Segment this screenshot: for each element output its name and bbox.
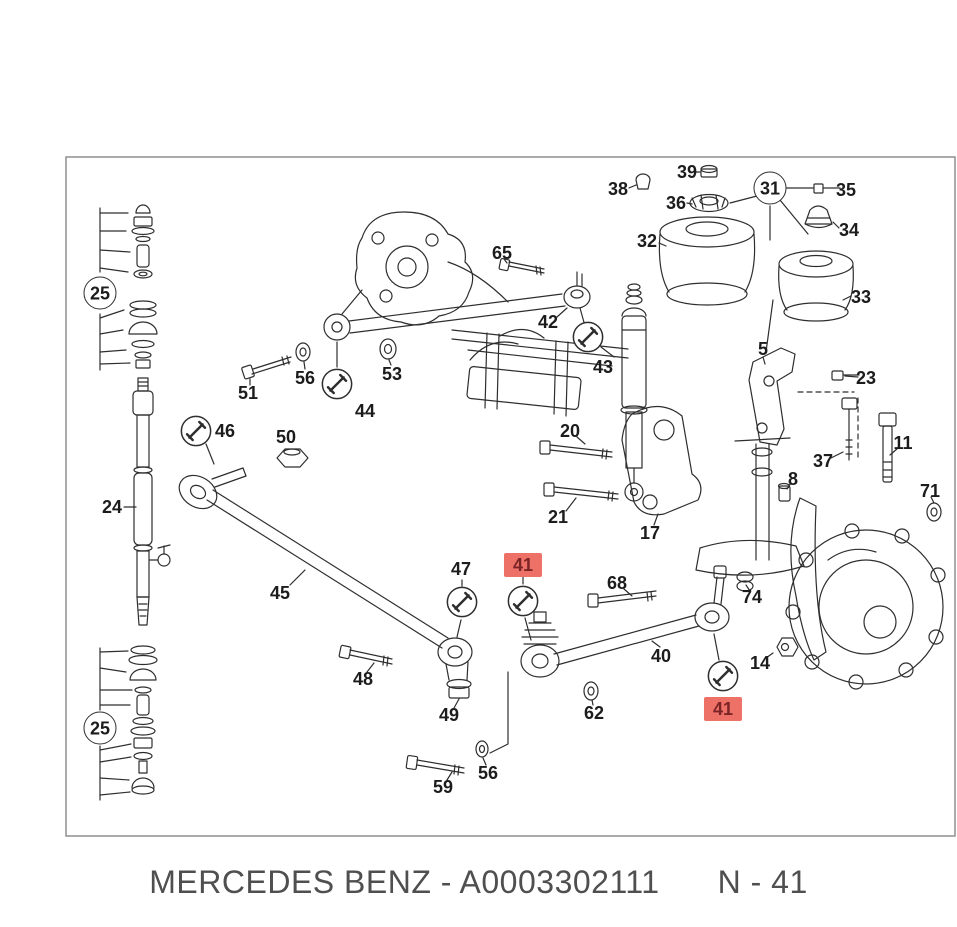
part-label-38: 38: [607, 179, 629, 199]
part-label-45: 45: [269, 583, 291, 603]
wrench-icon: [320, 367, 354, 401]
part-label-37: 37: [812, 451, 834, 471]
leader-lines: [123, 171, 935, 781]
steering-knuckle-hub-drawing: [695, 437, 946, 690]
part-label-39: 39: [676, 162, 698, 182]
part-label-24: 24: [101, 497, 123, 517]
part-label-36: 36: [665, 193, 687, 213]
part-label-41[interactable]: 41: [503, 553, 543, 577]
part-label-48: 48: [352, 669, 374, 689]
part-label-59: 59: [432, 777, 454, 797]
part-label-8: 8: [787, 469, 799, 489]
rubber-buffer-drawing: [635, 164, 854, 322]
wrench-icon: [506, 584, 540, 618]
part-label-65: 65: [491, 243, 513, 263]
part-label-17: 17: [639, 523, 661, 543]
wrench-icon: [445, 585, 479, 619]
part-label-62: 62: [583, 703, 605, 723]
axle-housing-drawing: [341, 211, 509, 326]
diagram-frame: [65, 156, 956, 837]
lower-kingpin-parts-stack: [99, 645, 158, 801]
part-label-42: 42: [537, 312, 559, 332]
part-label-31: 31: [753, 171, 787, 205]
drag-link-drawing: [489, 565, 730, 754]
part-label-32: 32: [636, 231, 658, 251]
part-label-56: 56: [294, 368, 316, 388]
wrench-icon: [179, 414, 213, 448]
brand-part-number: MERCEDES BENZ - A0003302111: [149, 864, 660, 900]
spring-bracket-drawing: [621, 405, 702, 516]
part-label-41[interactable]: 41: [703, 697, 743, 721]
part-label-44: 44: [354, 401, 376, 421]
part-label-33: 33: [850, 287, 872, 307]
axle-bracket-drawing: [748, 205, 897, 483]
part-label-14: 14: [749, 653, 771, 673]
part-label-53: 53: [381, 364, 403, 384]
part-label-51: 51: [237, 383, 259, 403]
part-label-11: 11: [893, 433, 913, 453]
tie-rod-drawing: [178, 448, 473, 699]
part-label-25: 25: [83, 276, 117, 310]
part-label-34: 34: [838, 220, 860, 240]
page-note: N - 41: [717, 864, 808, 900]
upper-kingpin-parts-stack: [99, 204, 158, 371]
part-label-47: 47: [450, 559, 472, 579]
part-label-25: 25: [83, 711, 117, 745]
part-label-74: 74: [741, 587, 763, 607]
part-label-40: 40: [650, 646, 672, 666]
part-label-68: 68: [606, 573, 628, 593]
fastener-drawings: [241, 338, 657, 776]
part-label-5: 5: [757, 339, 769, 359]
wrench-icon: [706, 659, 740, 693]
part-label-43: 43: [592, 357, 614, 377]
part-label-35: 35: [835, 180, 857, 200]
kingpin-drawing: [132, 377, 171, 626]
part-label-20: 20: [559, 421, 581, 441]
wrench-icon: [571, 320, 605, 354]
part-label-49: 49: [438, 705, 460, 725]
part-label-46: 46: [214, 421, 236, 441]
part-label-21: 21: [547, 507, 569, 527]
part-label-71: 71: [919, 481, 941, 501]
part-label-23: 23: [855, 368, 877, 388]
part-label-56: 56: [477, 763, 499, 783]
shock-absorber-drawing: [620, 283, 648, 502]
part-label-50: 50: [275, 427, 297, 447]
caption-bar: MERCEDES BENZ - A0003302111 N - 41: [0, 864, 957, 901]
